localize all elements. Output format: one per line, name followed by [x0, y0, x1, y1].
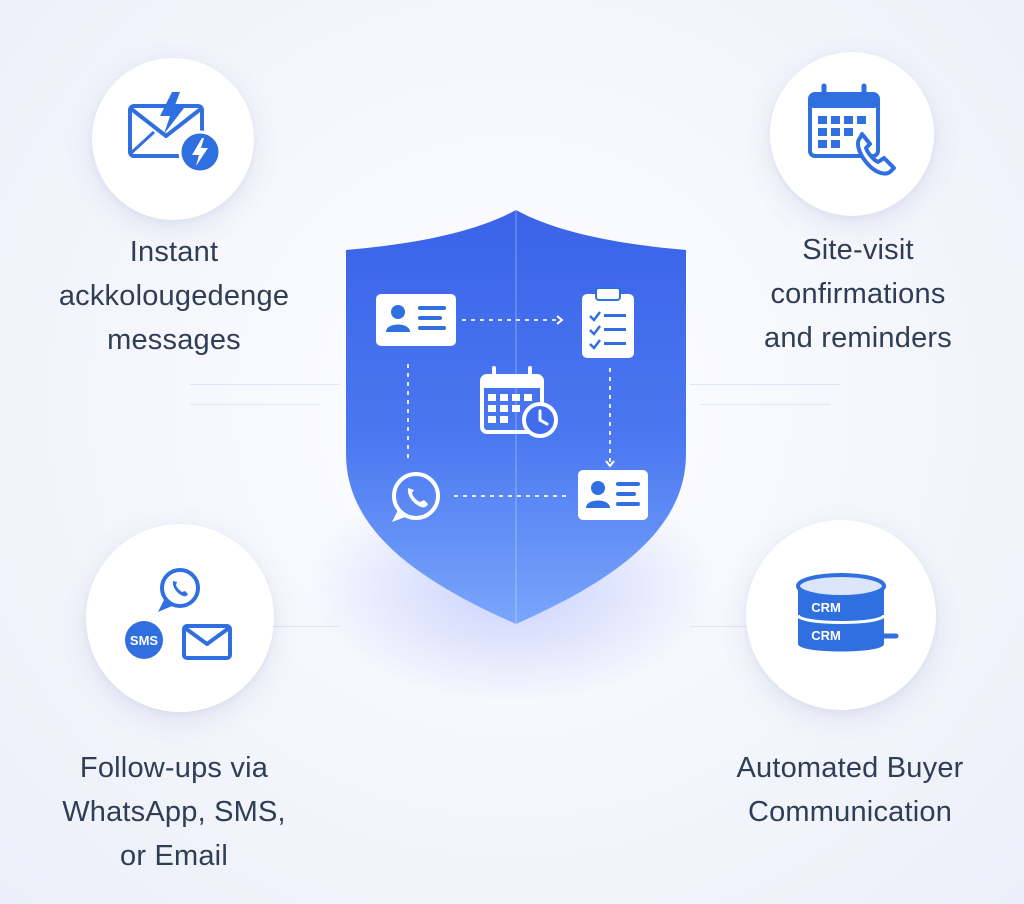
email-lightning-icon — [128, 92, 222, 174]
decor-line — [690, 626, 800, 627]
decor-line — [700, 404, 830, 405]
multichannel-icon: SMS — [125, 568, 232, 660]
shield-graphic — [346, 210, 686, 624]
caption-line: Site-visit — [802, 234, 914, 266]
sms-icon: SMS — [125, 621, 163, 659]
feature-followups-circle: SMS — [86, 524, 274, 712]
decor-line — [690, 384, 840, 385]
caption-line: Communication — [747, 796, 953, 828]
whatsapp-icon — [158, 568, 200, 612]
feature-site-visit-circle — [770, 52, 934, 216]
feature-instant-circle — [92, 58, 254, 220]
clipboard-checklist-icon — [582, 287, 634, 358]
svg-text:CRM: CRM — [811, 600, 841, 615]
calendar-phone-icon — [808, 83, 896, 176]
caption-line: Follow-ups via — [79, 752, 269, 784]
contact-card-icon — [578, 470, 648, 520]
caption-line: WhatsApp, SMS, — [62, 796, 286, 828]
feature-automated-caption: Automated Buyer Communication — [690, 746, 1010, 834]
caption-line: messages — [107, 324, 241, 356]
feature-followups-caption: Follow-ups via WhatsApp, SMS, or Email — [0, 746, 348, 878]
feature-site-visit-caption: Site-visit confirmations and reminders — [700, 228, 1016, 360]
feature-instant-caption: Instant ackkolougedenge messages — [0, 230, 348, 362]
calendar-clock-icon — [480, 366, 558, 438]
envelope-icon — [182, 624, 232, 660]
feature-automated-circle: CRM CRM — [746, 520, 936, 710]
caption-line: or Email — [120, 840, 228, 872]
crm-database-icon: CRM CRM — [796, 573, 899, 652]
decor-line — [230, 626, 340, 627]
contact-card-icon — [376, 294, 456, 346]
whatsapp-icon — [392, 472, 440, 522]
decor-line — [190, 404, 320, 405]
caption-line: ackkolougedenge — [58, 280, 290, 312]
caption-line: and reminders — [764, 322, 952, 354]
caption-line: Instant — [129, 236, 219, 268]
caption-line: Automated Buyer — [736, 752, 964, 784]
caption-line: confirmations — [770, 278, 946, 310]
svg-text:CRM: CRM — [811, 628, 841, 643]
svg-text:SMS: SMS — [130, 633, 159, 648]
decor-line — [190, 384, 340, 385]
